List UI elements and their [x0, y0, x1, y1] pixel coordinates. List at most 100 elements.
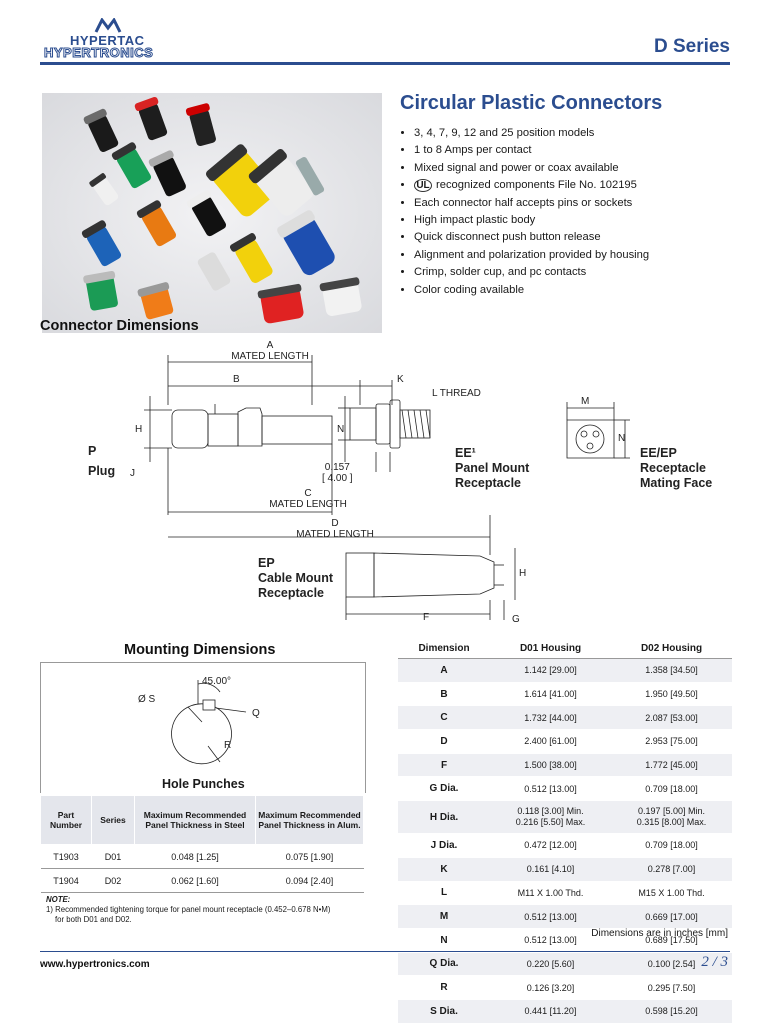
- label-s: Ø S: [138, 694, 156, 705]
- table-header: Dimension: [398, 638, 490, 659]
- table-cell: 0.512 [13.00]: [490, 776, 611, 802]
- table-cell: 0.669 [17.00]: [611, 904, 732, 929]
- table-cell: 0.094 [2.40]: [255, 868, 364, 893]
- table-cell: 0.118 [3.00] Min. 0.216 [5.50] Max.: [490, 800, 611, 835]
- label-n: N: [337, 424, 345, 435]
- table-cell: Q Dia.: [398, 952, 490, 977]
- table-header: D01 Housing: [490, 638, 611, 659]
- units-note: Dimensions are in inches [mm]: [591, 928, 728, 939]
- note-text-2: for both D01 and D02.: [55, 915, 132, 924]
- table-row: T1904 D02 0.062 [1.60] 0.094 [2.40]: [40, 868, 364, 893]
- product-title: Circular Plastic Connectors: [400, 92, 663, 114]
- table-cell: 1.614 [41.00]: [490, 682, 611, 707]
- table-cell: H Dia.: [398, 800, 490, 835]
- label-g: G: [512, 614, 520, 625]
- table-cell: 0.512 [13.00]: [490, 904, 611, 929]
- table-header: Part Number: [40, 795, 92, 845]
- table-cell: 0.278 [7.00]: [611, 857, 732, 882]
- feature-list: 3, 4, 7, 9, 12 and 25 position models 1 …: [400, 125, 649, 299]
- table-cell: 1.772 [45.00]: [611, 753, 732, 778]
- label-j: J: [130, 468, 135, 479]
- table-cell: 2.953 [75.00]: [611, 729, 732, 754]
- page-number: 2 / 3: [701, 954, 728, 970]
- connector-dimension-drawing: [144, 355, 630, 620]
- table-row: J Dia.0.472 [12.00]0.709 [18.00]: [398, 833, 732, 858]
- table-cell: 0.689 [17.50]: [611, 928, 732, 953]
- note: NOTE: 1) Recommended tightening torque f…: [46, 895, 330, 925]
- label-0157: 0.157[ 4.00 ]: [322, 462, 353, 484]
- table-header: Series: [91, 795, 135, 845]
- label-r: R: [224, 740, 232, 751]
- list-item: Mixed signal and power or coax available: [414, 160, 649, 177]
- table-cell: K: [398, 857, 490, 882]
- table-cell: 2.087 [53.00]: [611, 705, 732, 731]
- table-cell: 0.220 [5.60]: [490, 952, 611, 977]
- company-logo: HYPERTAC HYPERTRONICS: [42, 18, 172, 61]
- table-row: S Dia.0.441 [11.20]0.598 [15.20]: [398, 999, 732, 1024]
- table-cell: M: [398, 904, 490, 929]
- label-h-ep: H: [519, 568, 527, 579]
- label-h: H: [135, 424, 143, 435]
- table-header: D02 Housing: [611, 638, 732, 659]
- table-row: H Dia.0.118 [3.00] Min. 0.216 [5.50] Max…: [398, 800, 732, 835]
- table-cell: 0.709 [18.00]: [611, 776, 732, 802]
- table-cell: A: [398, 658, 490, 683]
- note-label: NOTE:: [46, 895, 71, 904]
- mounting-dimensions-title: Mounting Dimensions: [124, 642, 276, 658]
- table-cell: 0.441 [11.20]: [490, 999, 611, 1024]
- note-text-1: 1) Recommended tightening torque for pan…: [46, 905, 331, 914]
- table-cell: G Dia.: [398, 776, 490, 802]
- table-cell: 0.062 [1.60]: [134, 868, 256, 893]
- label-b: B: [233, 374, 240, 385]
- table-cell: 2.400 [61.00]: [490, 729, 611, 754]
- mounting-drawing-box: [40, 662, 366, 793]
- header-divider: [40, 62, 730, 65]
- logo-text-hypertac: HYPERTAC: [70, 33, 145, 48]
- table-cell: 0.161 [4.10]: [490, 857, 611, 882]
- footer-url: www.hypertronics.com: [40, 959, 150, 970]
- table-cell: D01: [91, 844, 135, 869]
- list-item: 3, 4, 7, 9, 12 and 25 position models: [414, 125, 649, 142]
- list-item: Color coding available: [414, 282, 649, 299]
- table-cell: 0.197 [5.00] Min. 0.315 [8.00] Max.: [611, 800, 732, 835]
- hole-punches-title: Hole Punches: [162, 777, 245, 791]
- table-cell: D02: [91, 868, 135, 893]
- label-f: F: [423, 612, 430, 623]
- table-row: G Dia.0.512 [13.00]0.709 [18.00]: [398, 776, 732, 802]
- hole-punches-table: Part Number Series Maximum Recommended P…: [40, 795, 364, 893]
- product-photo: [42, 93, 382, 333]
- list-item: High impact plastic body: [414, 212, 649, 229]
- label-k: K: [397, 374, 404, 385]
- logo-mark-icon: [94, 18, 122, 33]
- table-row: T1903 D01 0.048 [1.25] 0.075 [1.90]: [40, 844, 364, 869]
- connector-dimensions-title: Connector Dimensions: [40, 318, 199, 334]
- table-cell: M15 X 1.00 Thd.: [611, 881, 732, 906]
- table-cell: 0.126 [3.20]: [490, 975, 611, 1000]
- table-cell: L: [398, 881, 490, 906]
- label-n-mating: N: [618, 433, 626, 444]
- label-m: M: [581, 396, 590, 407]
- table-cell: 0.709 [18.00]: [611, 833, 732, 858]
- table-cell: J Dia.: [398, 833, 490, 858]
- table-cell: 0.295 [7.50]: [611, 975, 732, 1000]
- label-l-thread: L THREAD: [432, 388, 481, 399]
- table-row: Q Dia.0.220 [5.60]0.100 [2.54]: [398, 952, 732, 977]
- table-cell: R: [398, 975, 490, 1000]
- table-cell: 0.472 [12.00]: [490, 833, 611, 858]
- mounting-hole-drawing: [171, 680, 247, 765]
- table-cell: 0.048 [1.25]: [134, 844, 256, 869]
